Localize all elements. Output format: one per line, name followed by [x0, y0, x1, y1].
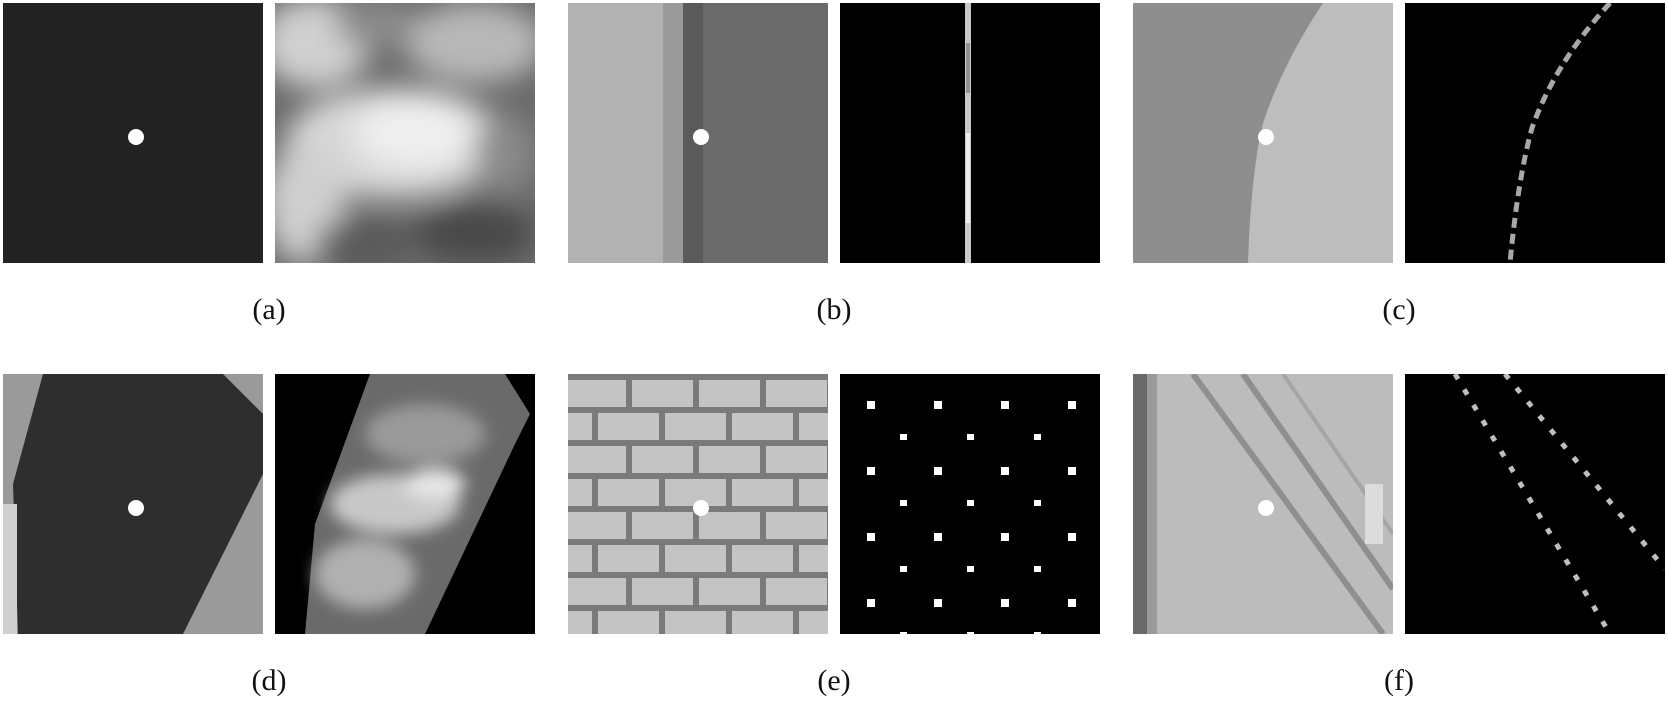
- panel-d-image-patch: [3, 374, 263, 634]
- panel-a-center-marker: [128, 129, 144, 145]
- panel-a-response-map: [275, 3, 535, 263]
- panel-b-center-marker: [693, 129, 709, 145]
- panel-d-center-marker: [128, 500, 144, 516]
- panel-c-response-map: [1405, 3, 1665, 263]
- panel-c-image-patch: [1133, 3, 1393, 263]
- caption-f: (f): [1384, 664, 1414, 697]
- panel-e-center-marker: [693, 500, 709, 516]
- panel-b-image-patch: [568, 3, 828, 263]
- caption-d: (d): [251, 664, 287, 697]
- panel-f-image-patch: [1133, 374, 1393, 634]
- panel-f-center-marker: [1258, 500, 1274, 516]
- panel-e-image-patch: [568, 374, 828, 634]
- panel-c-center-marker: [1258, 129, 1274, 145]
- caption-c: (c): [1382, 293, 1416, 326]
- panel-f-response-map: [1405, 374, 1665, 634]
- caption-a: (a): [252, 293, 286, 326]
- panel-a-image-patch: [3, 3, 263, 263]
- panel-b-response-map: [840, 3, 1100, 263]
- caption-e: (e): [817, 664, 851, 697]
- caption-b: (b): [816, 293, 852, 326]
- panel-d-response-map: [275, 374, 535, 634]
- panel-e-response-map: [840, 374, 1100, 634]
